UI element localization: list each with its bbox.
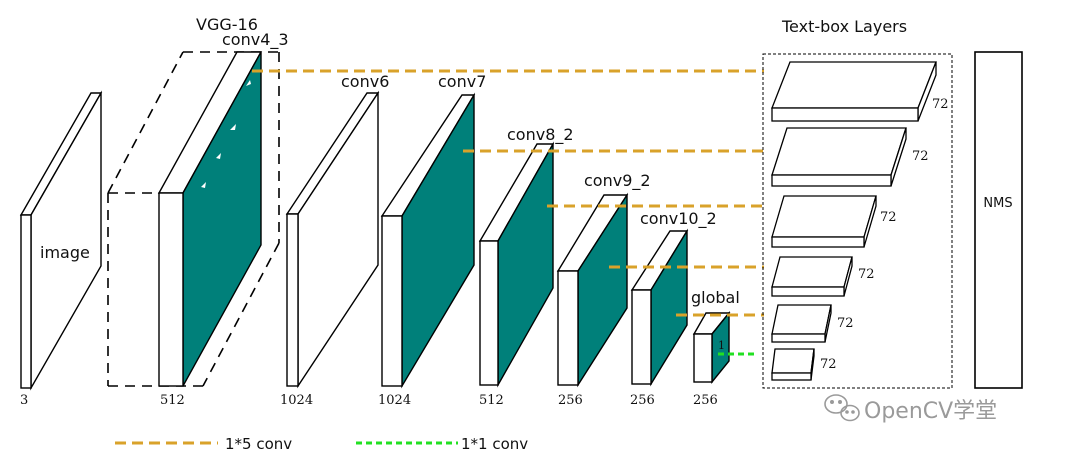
legend-green-label: 1*1 conv (461, 435, 528, 453)
conv6-channels: 1024 (280, 393, 313, 408)
conv6-block (285, 90, 380, 389)
conv4-3-block (157, 51, 263, 387)
textbox-layers-title: Text-box Layers (781, 17, 907, 36)
conv8-2-block (478, 141, 555, 388)
conv8-2-label: conv8_2 (507, 125, 574, 145)
nms-box (974, 51, 1023, 389)
conv8-2-channels: 512 (479, 393, 504, 408)
image-label: image (40, 243, 90, 262)
conv9-2-block (556, 192, 629, 388)
conv10-2-label: conv10_2 (640, 209, 717, 229)
textbox-layer-3 (771, 195, 877, 248)
legend-orange-label: 1*5 conv (225, 435, 292, 453)
textbox-layer-6-channels: 72 (820, 357, 837, 372)
global-channels: 256 (693, 393, 718, 408)
textbox-layer-1-channels: 72 (932, 97, 949, 112)
conv4-3-label: conv4_3 (222, 30, 289, 50)
textbox-layer-3-channels: 72 (880, 210, 897, 225)
watermark-text: OpenCV学堂 (864, 399, 997, 424)
image-channels: 3 (20, 393, 28, 408)
global-block (692, 311, 731, 384)
textbox-layer-4-channels: 72 (858, 267, 875, 282)
global-label: global (691, 288, 740, 307)
vgg16-label: VGG-16 (196, 15, 258, 34)
textbox-layer-5 (771, 304, 832, 343)
wechat-icon (824, 394, 860, 422)
conv7-block (380, 92, 476, 389)
conv7-label: conv7 (438, 72, 486, 91)
watermark: OpenCV学堂 (824, 394, 997, 424)
conv7-channels: 1024 (378, 393, 411, 408)
textbox-layer-2-channels: 72 (912, 149, 929, 164)
conv6-label: conv6 (341, 72, 389, 91)
nms-label: NMS (983, 196, 1012, 211)
textbox-layer-4 (771, 256, 853, 297)
conv10-2-channels: 256 (630, 393, 655, 408)
vgg-channels: 512 (160, 393, 185, 408)
conv9-2-label: conv9_2 (584, 171, 651, 191)
global-one-label: 1 (718, 339, 725, 352)
legend: 1*5 conv 1*1 conv (115, 435, 528, 453)
conv10-2-block (630, 228, 689, 387)
textbox-layer-5-channels: 72 (837, 316, 854, 331)
conv9-2-channels: 256 (558, 393, 583, 408)
textbox-layers-dashed-border (762, 53, 953, 389)
textbox-layer-6 (771, 348, 815, 381)
textbox-layer-1 (771, 61, 937, 122)
vgg16-dashed-box (107, 51, 280, 387)
textbox-layer-2 (771, 127, 907, 187)
image-input-block (19, 90, 103, 391)
conv4-3-inner-marks (201, 80, 251, 188)
orange-connectors (252, 69, 764, 317)
